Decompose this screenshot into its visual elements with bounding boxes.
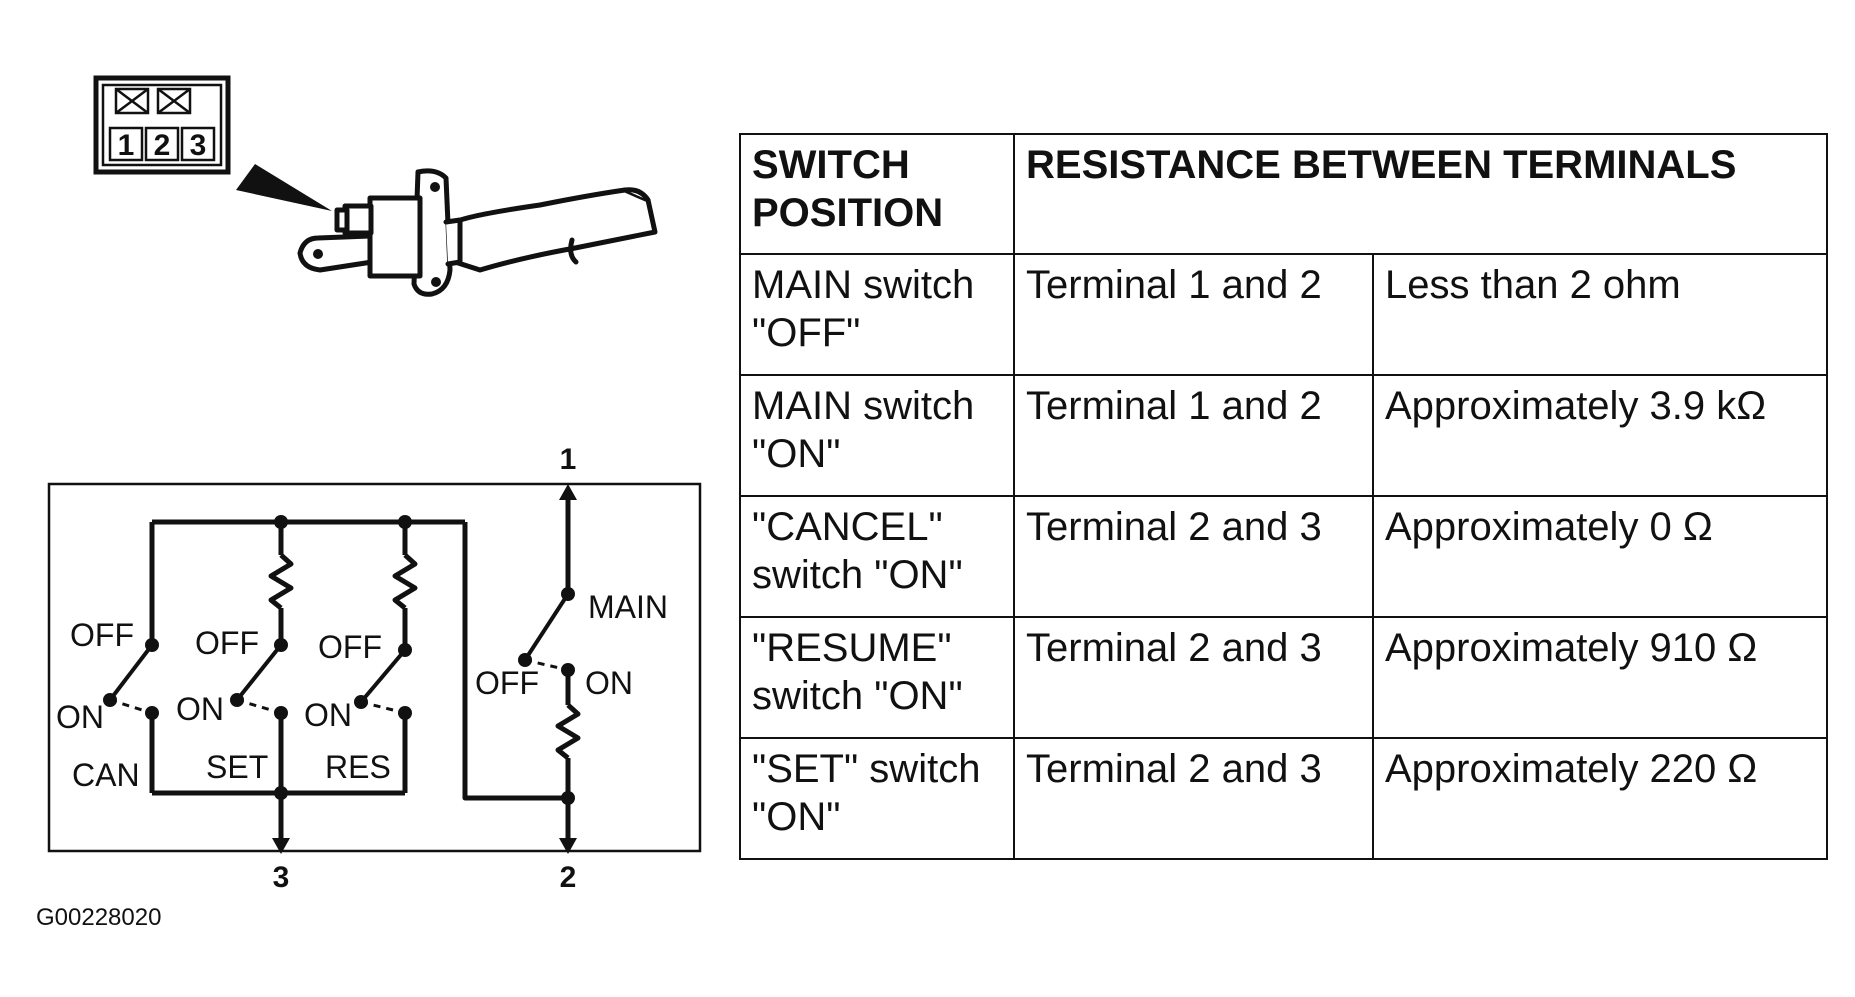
cell-position: MAIN switch "OFF" [739,253,1015,376]
cell-terminals: Terminal 2 and 3 [1013,616,1374,739]
cell-resistance: Less than 2 ohm [1371,253,1829,376]
set-off-label: OFF [195,625,259,661]
connector-face [93,75,231,175]
cell-position: MAIN switch "ON" [739,374,1015,497]
main-label: MAIN [588,589,668,625]
cell-position: "CANCEL" switch "ON" [739,495,1015,618]
main-off-label: OFF [475,665,539,701]
table-row: "SET" switch "ON" Terminal 2 and 3 Appro… [739,737,1829,860]
cell-resistance: Approximately 0 Ω [1371,495,1829,618]
cell-position: "RESUME" switch "ON" [739,616,1015,739]
pointer-arrow [236,164,332,211]
cell-terminals: Terminal 1 and 2 [1013,374,1374,497]
header-switch-position: SWITCH POSITION [739,133,1015,255]
junction-dots [103,515,575,805]
table-row: MAIN switch "OFF" Terminal 1 and 2 Less … [739,253,1829,376]
terminal-arrows [272,484,577,854]
table-header-row: SWITCH POSITION RESISTANCE BETWEEN TERMI… [739,133,1829,255]
set-on-label: ON [176,691,224,727]
cell-position: "SET" switch "ON" [739,737,1015,860]
resistance-table: SWITCH POSITION RESISTANCE BETWEEN TERMI… [739,133,1829,860]
connector-pin-label: 3 [190,129,207,162]
cell-resistance: Approximately 220 Ω [1371,737,1829,860]
res-on-label: ON [304,697,352,733]
cell-terminals: Terminal 1 and 2 [1013,253,1374,376]
can-label: CAN [72,757,140,793]
connector-pin-label: 2 [154,129,171,162]
terminal-1-label: 1 [560,443,577,476]
switch-blades [108,592,570,704]
table-row: "RESUME" switch "ON" Terminal 2 and 3 Ap… [739,616,1829,739]
switch-lever-illustration [297,168,658,297]
cell-terminals: Terminal 2 and 3 [1013,495,1374,618]
can-off-label: OFF [70,617,134,653]
schematic-frame [47,482,702,853]
connector-pin-label: 1 [118,129,135,162]
set-label: SET [206,749,268,785]
header-resistance: RESISTANCE BETWEEN TERMINALS [1012,133,1829,255]
terminal-3-label: 3 [273,861,290,894]
res-label: RES [325,749,391,785]
main-on-label: ON [585,665,633,701]
cell-resistance: Approximately 3.9 kΩ [1371,374,1829,497]
res-off-label: OFF [318,629,382,665]
figure-code: G00228020 [36,904,161,931]
cell-terminals: Terminal 2 and 3 [1013,737,1374,860]
terminal-2-label: 2 [560,861,577,894]
table-row: MAIN switch "ON" Terminal 1 and 2 Approx… [739,374,1829,497]
can-on-label: ON [56,699,104,735]
cell-resistance: Approximately 910 Ω [1371,616,1829,739]
table-row: "CANCEL" switch "ON" Terminal 2 and 3 Ap… [739,495,1829,618]
